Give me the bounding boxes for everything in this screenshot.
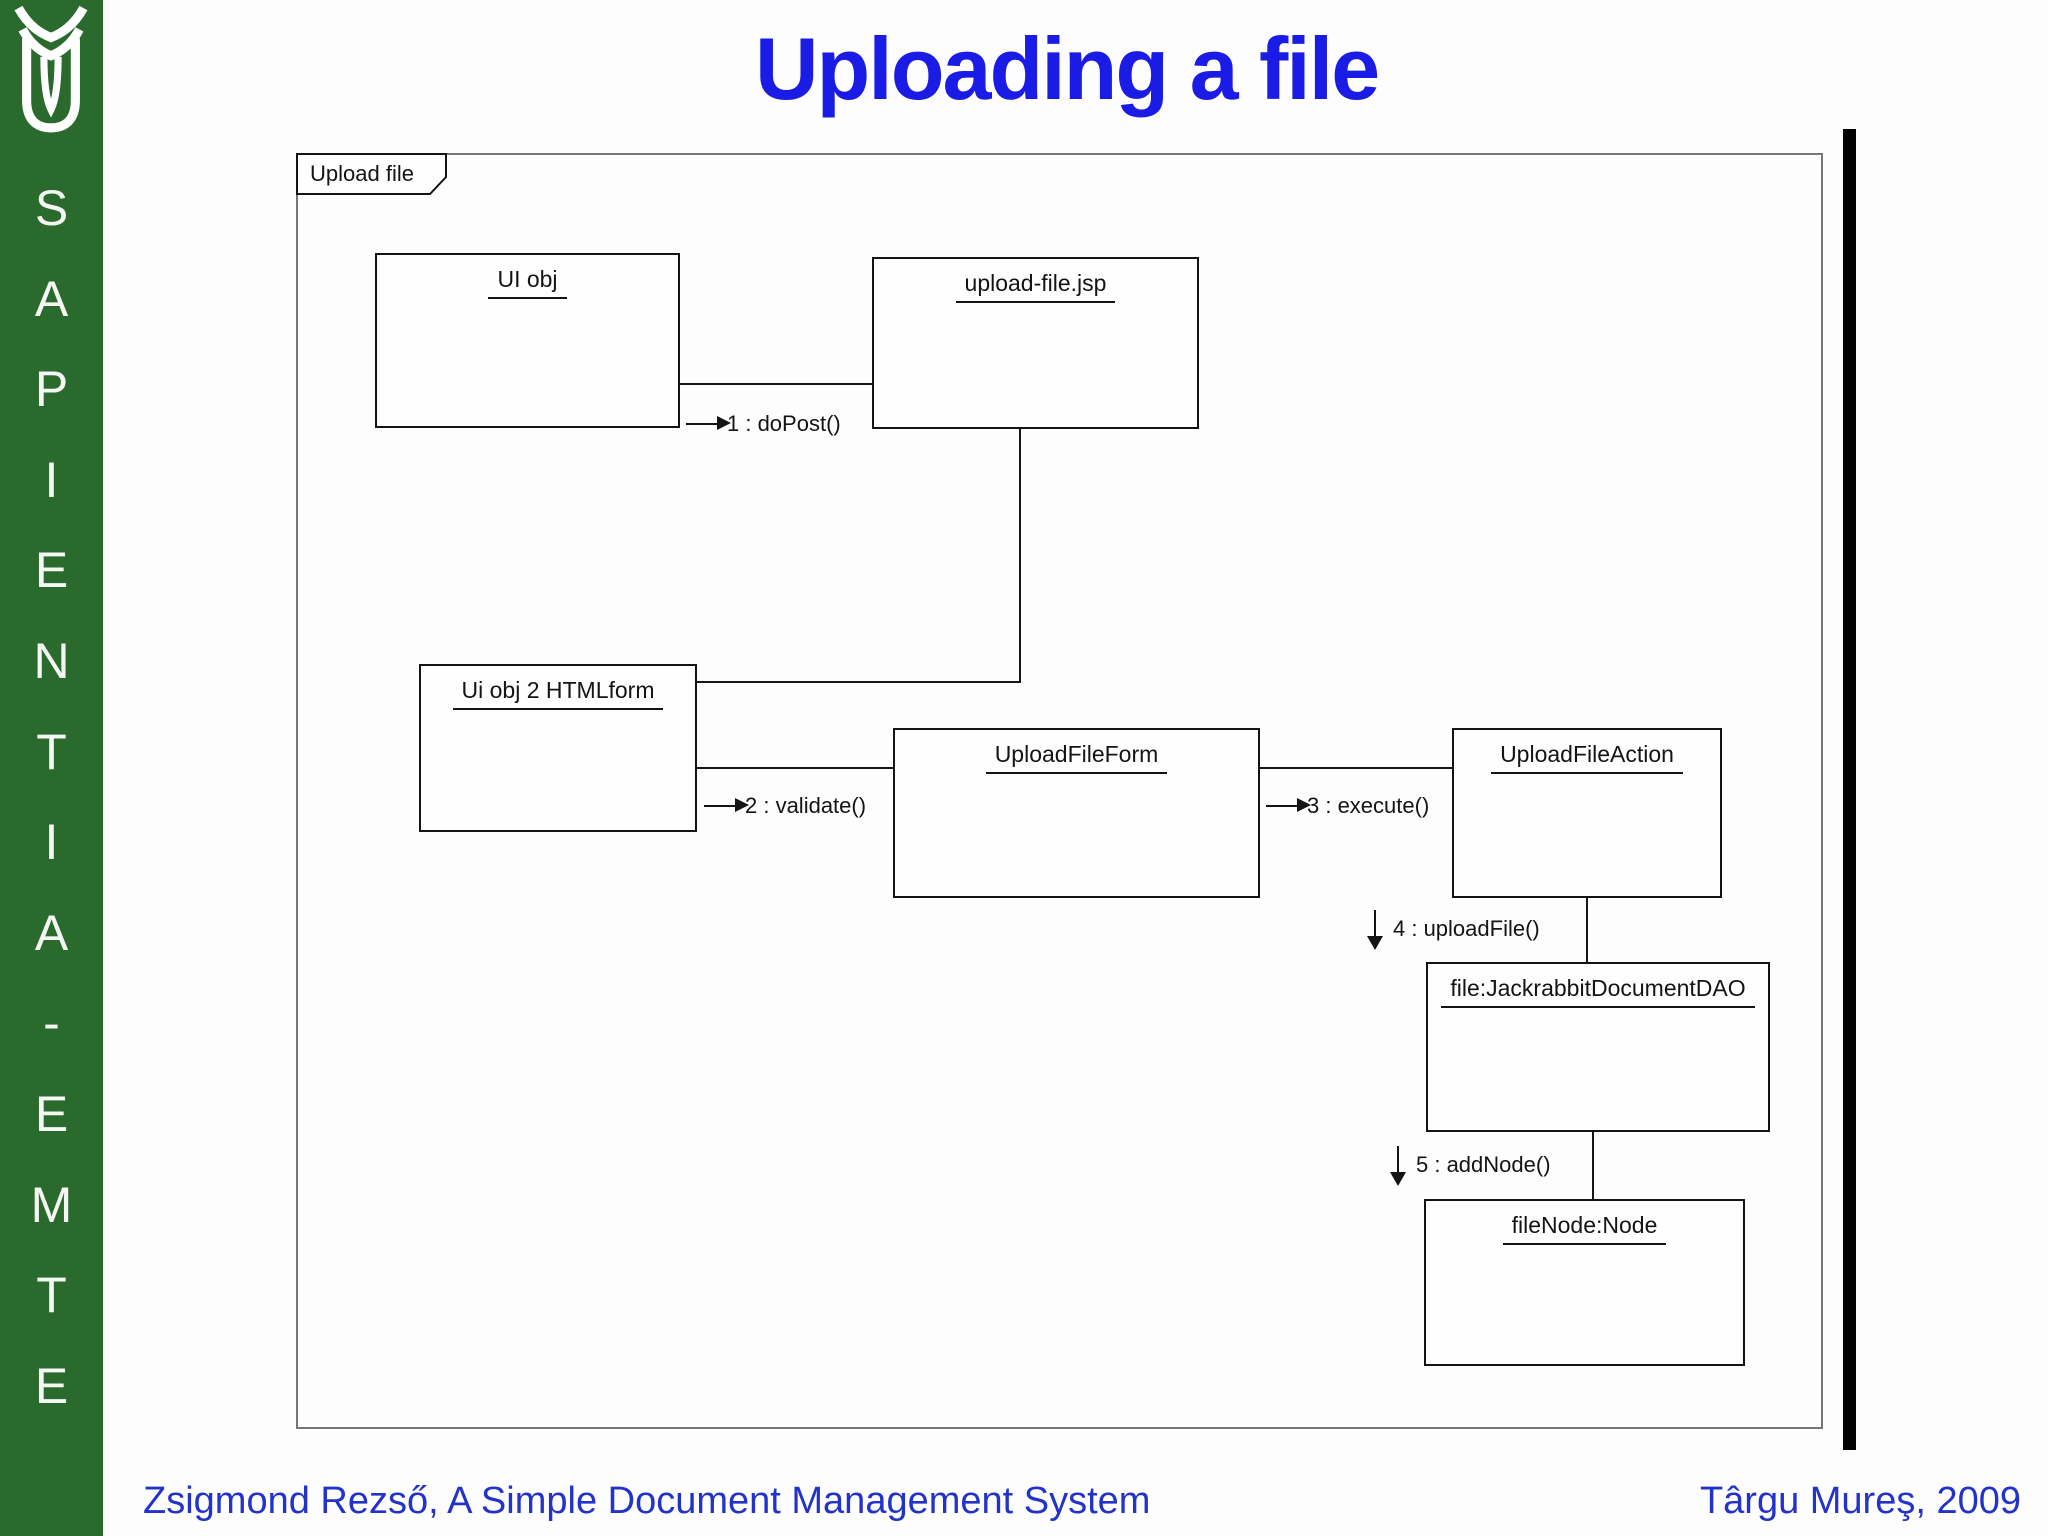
sapientia-tulip-logo-icon <box>14 5 88 133</box>
message-label: 2 : validate() <box>745 793 867 818</box>
object-label: Ui obj 2 HTMLform <box>421 677 695 710</box>
sidebar: S A P I E N T I A - E M T E <box>0 0 103 1536</box>
down-arrow-icon <box>1367 910 1383 950</box>
link-dao-to-filenode <box>1592 1132 1594 1199</box>
link-jsp-down <box>1019 427 1021 683</box>
down-arrow-icon <box>1390 1146 1406 1186</box>
right-arrow-icon <box>1266 798 1311 812</box>
slide-title: Uploading a file <box>755 19 1380 118</box>
sidebar-letter: E <box>34 542 69 599</box>
sidebar-letter: T <box>36 1267 67 1324</box>
message-label: 3 : execute() <box>1307 793 1430 818</box>
sidebar-letter: A <box>34 904 69 961</box>
uml-frame <box>296 153 1823 1429</box>
right-arrow-icon <box>686 416 731 430</box>
object-box-ui-obj: UI obj <box>375 253 680 428</box>
sidebar-letter: I <box>44 814 59 871</box>
object-label: fileNode:Node <box>1426 1212 1743 1245</box>
message-label: 4 : uploadFile() <box>1393 916 1540 941</box>
sidebar-vertical-text: S A P I E N T I A - E M T E <box>0 183 103 1411</box>
link-uiobj-to-jsp <box>680 383 872 385</box>
sidebar-letter: M <box>30 1176 73 1233</box>
sidebar-letter: A <box>34 270 69 327</box>
message-label: 5 : addNode() <box>1416 1152 1551 1177</box>
object-box-upload-file-jsp: upload-file.jsp <box>872 257 1199 429</box>
message-3-execute: 3 : execute() <box>1266 793 1429 819</box>
footer-location-year-text: Târgu Mureş, 2009 <box>1699 1480 2021 1522</box>
sidebar-letter: I <box>44 451 59 508</box>
object-label: file:JackrabbitDocumentDAO <box>1428 975 1768 1008</box>
link-jsp-to-htmlform <box>697 681 1021 683</box>
object-box-jackrabbit-dao: file:JackrabbitDocumentDAO <box>1426 962 1770 1132</box>
sidebar-letter: P <box>34 361 69 418</box>
object-label: UI obj <box>377 266 678 299</box>
link-action-to-dao <box>1586 898 1588 962</box>
object-label: UploadFileForm <box>895 741 1258 774</box>
message-label: 1 : doPost() <box>727 411 841 436</box>
object-box-file-node: fileNode:Node <box>1424 1199 1745 1366</box>
sidebar-letter: - <box>43 995 60 1052</box>
link-form-to-action <box>1260 767 1452 769</box>
right-divider-bar <box>1843 129 1856 1450</box>
uml-frame-label: Upload file <box>310 161 414 186</box>
uml-frame-tab <box>296 153 447 195</box>
sidebar-letter: E <box>34 1357 69 1414</box>
object-label: UploadFileAction <box>1454 741 1720 774</box>
sidebar-letter: S <box>34 180 69 236</box>
object-box-ui-obj-2-htmlform: Ui obj 2 HTMLform <box>419 664 697 832</box>
object-box-upload-file-action: UploadFileAction <box>1452 728 1722 898</box>
message-4-uploadfile: 4 : uploadFile() <box>1367 910 1540 950</box>
sidebar-letter: T <box>36 723 67 780</box>
message-1-dopost: 1 : doPost() <box>686 411 841 437</box>
footer-author-text: Zsigmond Rezső, A Simple Document Manage… <box>143 1480 1151 1522</box>
sidebar-letter: E <box>34 1086 69 1143</box>
message-2-validate: 2 : validate() <box>704 793 866 819</box>
sidebar-letter: N <box>33 633 70 690</box>
link-htmlform-to-form <box>697 767 893 769</box>
object-box-upload-file-form: UploadFileForm <box>893 728 1260 898</box>
object-label: upload-file.jsp <box>874 270 1197 303</box>
message-5-addnode: 5 : addNode() <box>1390 1146 1551 1186</box>
right-arrow-icon <box>704 798 749 812</box>
